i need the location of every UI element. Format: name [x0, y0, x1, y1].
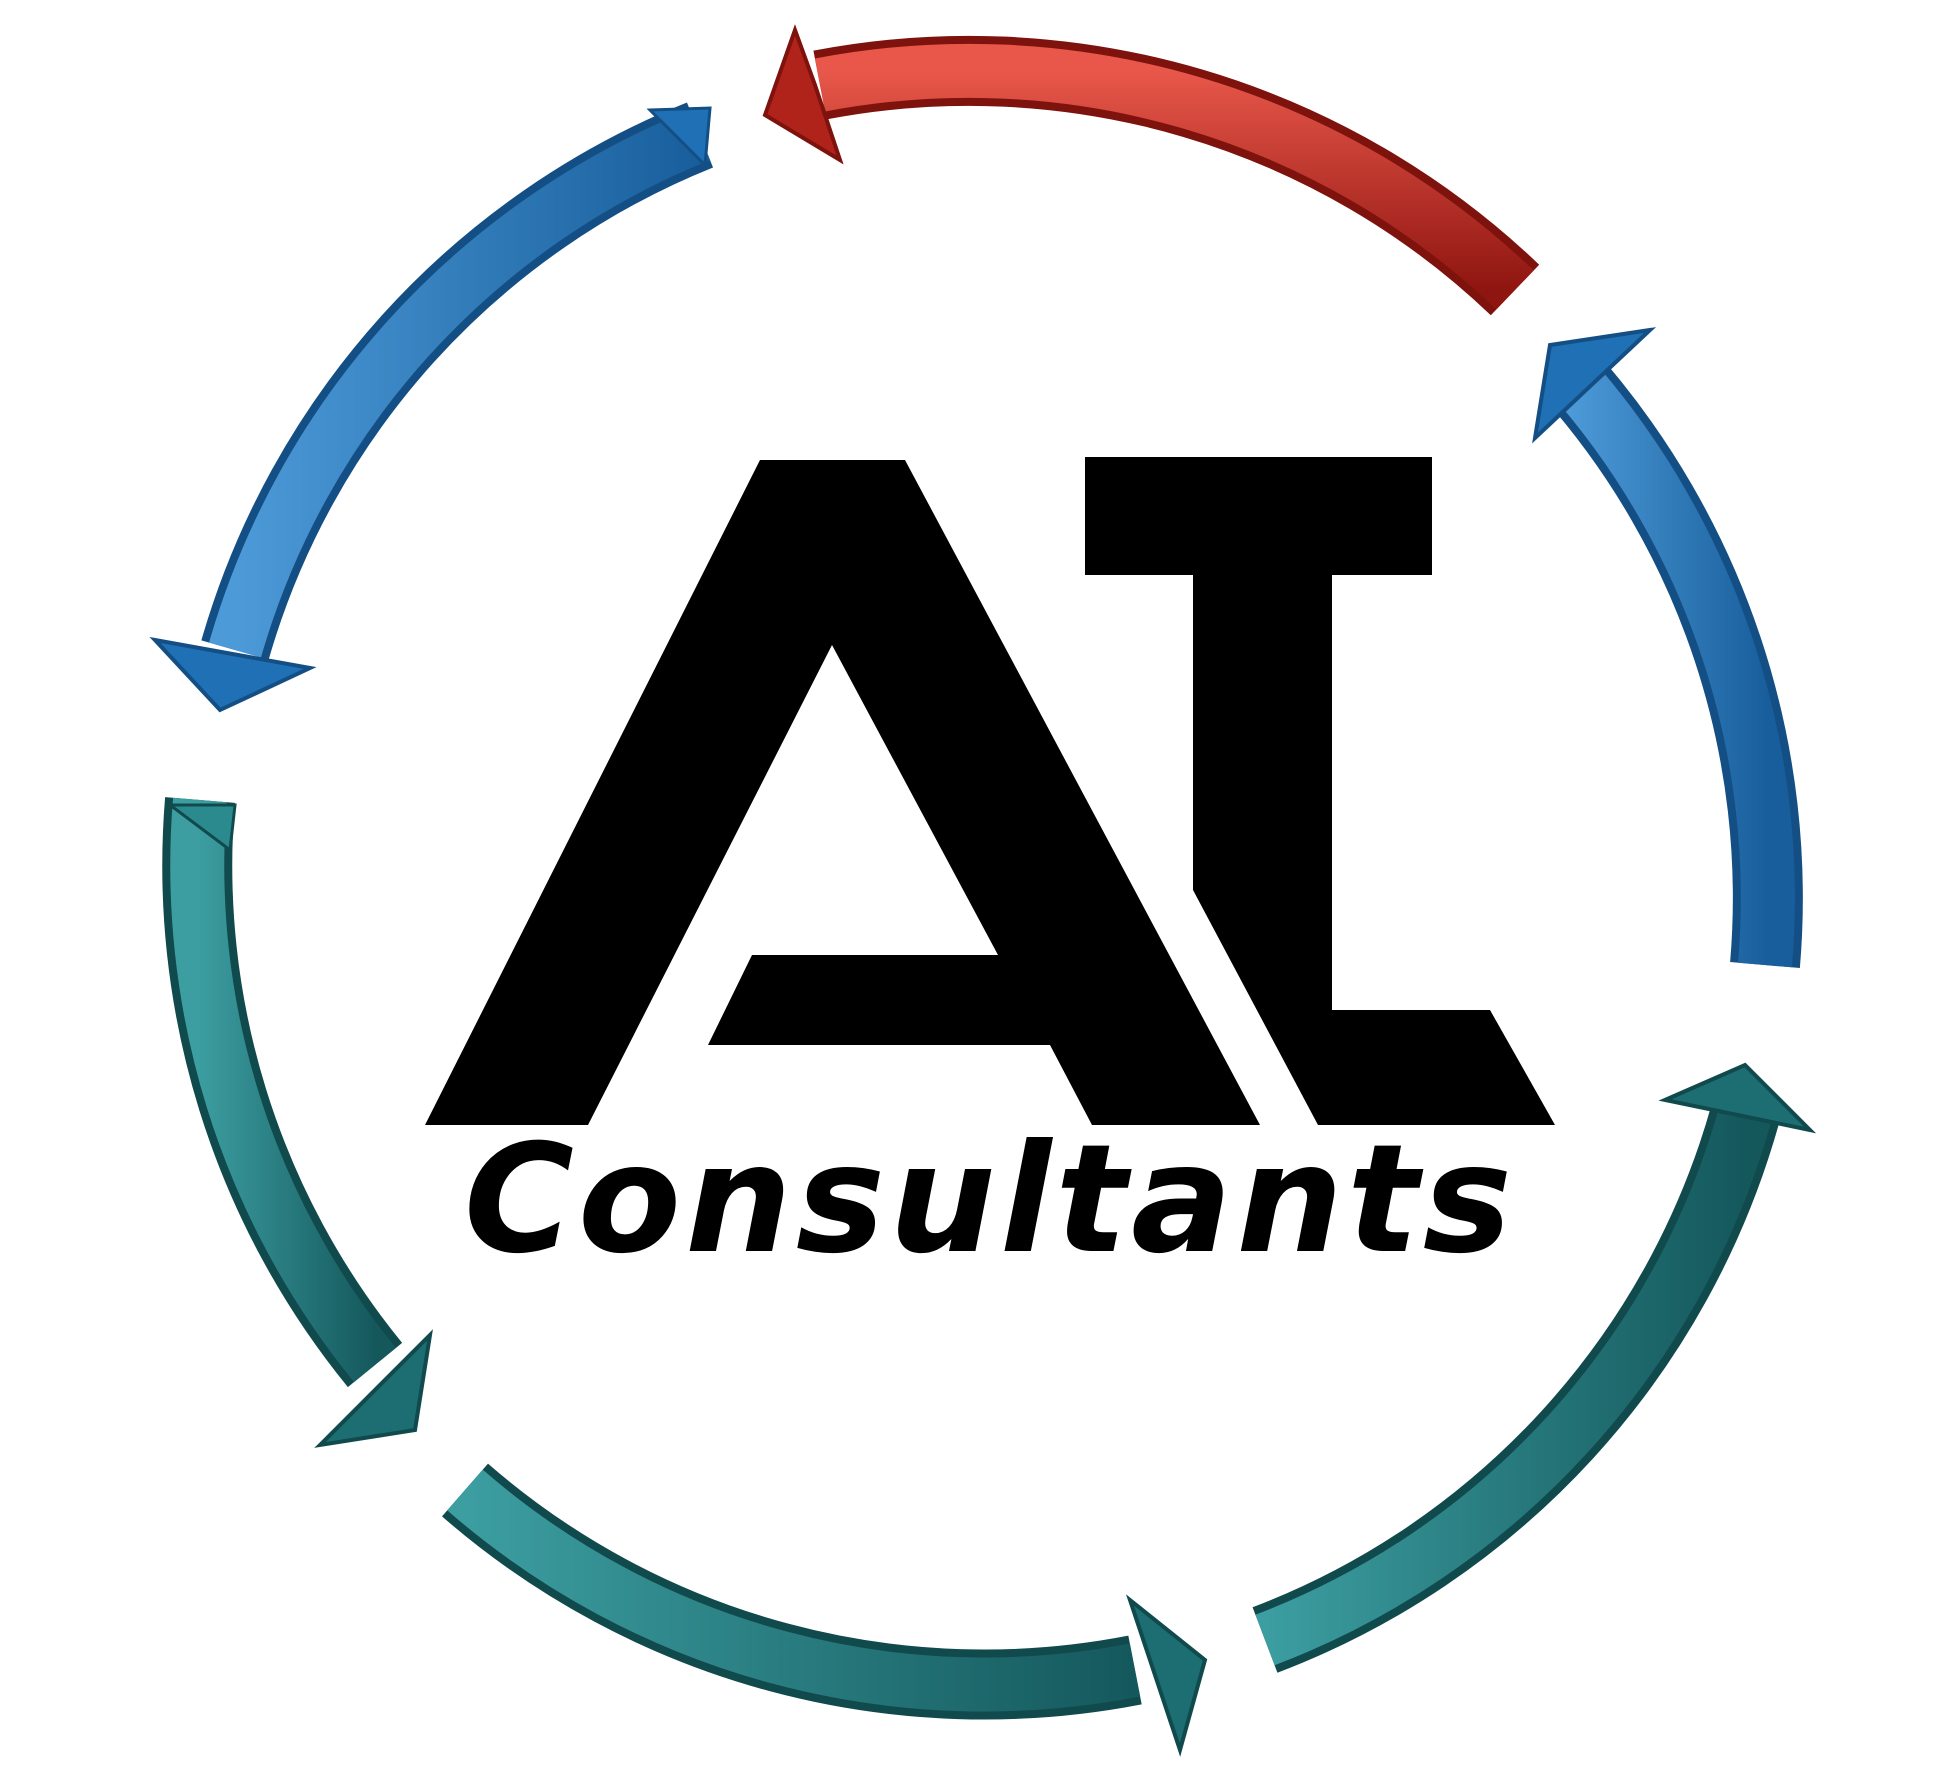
teal-arrow-right-icon — [1252, 1062, 1817, 1673]
cycle-arrows — [149, 24, 1817, 1757]
teal-arrow-bottom-icon — [442, 1463, 1208, 1757]
red-arrow-icon — [762, 24, 1540, 316]
teal-arrow-left-icon — [162, 797, 433, 1448]
wordmark-consultants: Consultants — [463, 1113, 1517, 1287]
monogram-ai-logo — [425, 457, 1555, 1125]
blue-arrow-right-icon — [1532, 327, 1803, 968]
blue-arrow-left-icon — [149, 102, 714, 713]
